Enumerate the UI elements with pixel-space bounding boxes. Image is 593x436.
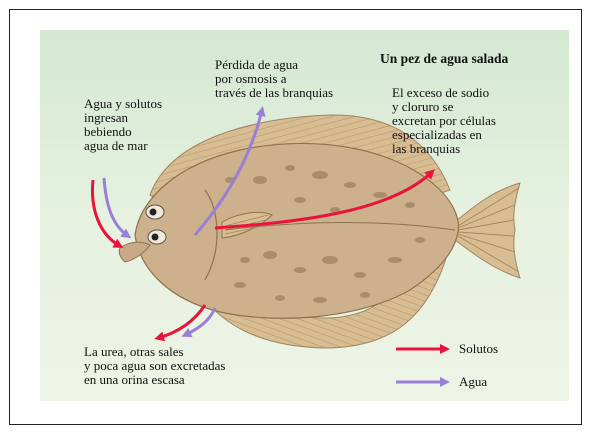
- fish-spots: [225, 165, 425, 303]
- urine-solutes-arrow: [154, 304, 207, 342]
- diagram-title: Un pez de agua salada: [380, 51, 509, 66]
- gill-solutes-arrow: [214, 169, 435, 230]
- osmosis-label: Pérdida de agua por osmosis a través de …: [215, 57, 334, 100]
- intake-water-arrow: [102, 177, 132, 239]
- legend-water-label: Agua: [459, 374, 488, 389]
- urine-water-arrow: [181, 307, 217, 337]
- fish-mouth: [118, 241, 151, 263]
- osmosis-water-arrow: [193, 106, 266, 236]
- fish-body: [134, 142, 460, 319]
- legend-solutes-label: Solutos: [459, 341, 499, 356]
- gill-excretion-label: El exceso de sodio y cloruro se excretan…: [392, 85, 496, 156]
- eye-lower: [147, 229, 167, 245]
- intake-label: Agua y solutos ingresan bebiendo agua de…: [84, 96, 162, 153]
- intake-solutes-arrow: [90, 179, 124, 248]
- eye-upper: [145, 204, 165, 220]
- gill-cover: [204, 189, 218, 281]
- urine-label: La urea, otras sales y poca agua son exc…: [84, 344, 226, 387]
- tail-fin: [454, 182, 521, 279]
- lateral-line: [224, 221, 456, 231]
